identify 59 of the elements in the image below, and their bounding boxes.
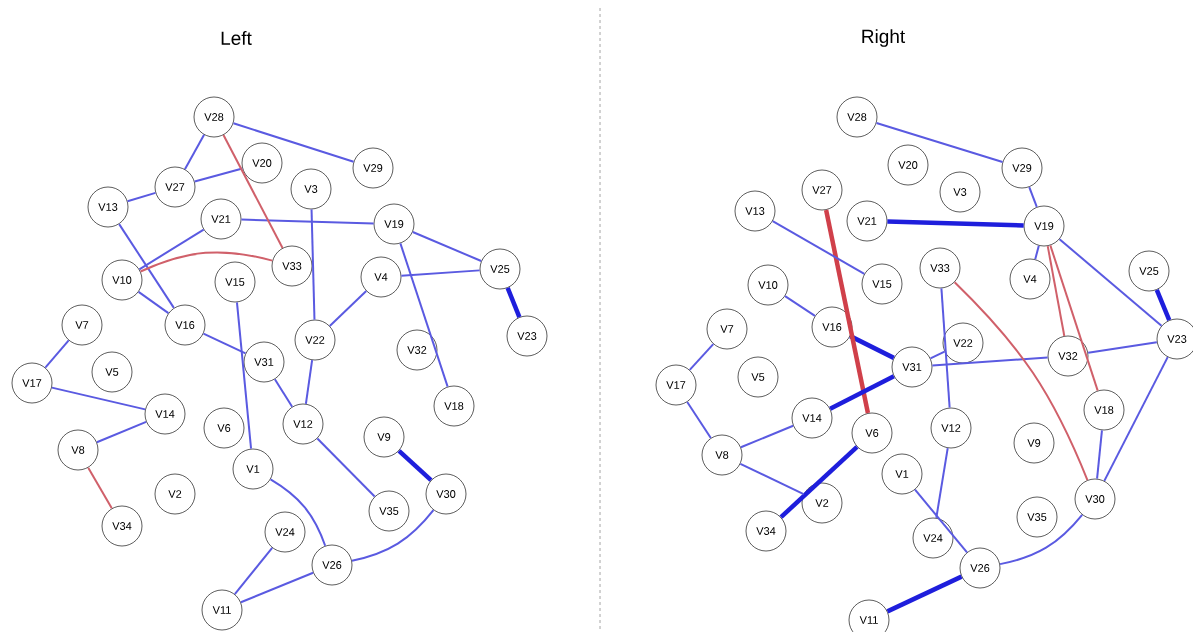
- network-edge: [935, 447, 949, 519]
- network-edge: [1154, 289, 1172, 321]
- network-edge: [202, 332, 247, 355]
- network-edge: [95, 420, 148, 444]
- network-edge: [240, 218, 375, 225]
- network-edge: [310, 208, 316, 321]
- network-edge: [137, 290, 170, 315]
- network-edge: [411, 231, 483, 263]
- network-edge: [1034, 244, 1040, 261]
- network-edge: [232, 122, 355, 163]
- network-edge: [688, 343, 715, 371]
- network-edge: [1028, 186, 1038, 208]
- network-edge: [953, 281, 1089, 482]
- network-edge: [823, 209, 871, 414]
- network-edge: [929, 350, 946, 360]
- network-edge: [183, 133, 206, 171]
- network-edge: [126, 191, 157, 203]
- network-edge: [829, 374, 895, 411]
- network-edge: [999, 513, 1084, 566]
- network-edge: [118, 223, 175, 309]
- network-edge: [269, 478, 327, 547]
- network-edge: [239, 571, 315, 604]
- network-edge: [1049, 244, 1099, 392]
- network-edge: [235, 301, 253, 450]
- network-edge: [139, 251, 274, 273]
- network-edge: [886, 574, 963, 614]
- network-edge: [686, 401, 712, 439]
- network-edge: [505, 287, 522, 318]
- network-edge: [304, 359, 314, 405]
- network-edge: [222, 134, 284, 249]
- network-edge: [779, 445, 859, 519]
- network-edge: [44, 339, 70, 369]
- network-edge: [940, 287, 951, 409]
- network-edge: [397, 449, 433, 482]
- network-edge: [138, 228, 205, 271]
- network-edge: [887, 219, 1024, 228]
- network-edge: [273, 378, 294, 408]
- network-edge: [914, 488, 968, 554]
- network-edge: [328, 290, 368, 327]
- panel-title: Right: [862, 29, 906, 47]
- network-edge: [784, 295, 816, 317]
- network-edge: [1096, 429, 1103, 480]
- network-edge: [87, 466, 113, 510]
- network-edge: [399, 242, 449, 388]
- network-edge: [739, 424, 795, 449]
- network-edge: [1103, 356, 1169, 482]
- network-edge: [50, 386, 147, 411]
- network-edge: [316, 437, 376, 498]
- network-edge: [1058, 238, 1163, 327]
- network-edge: [350, 509, 435, 562]
- network-edge: [875, 122, 1004, 163]
- network-edge: [931, 356, 1049, 367]
- network-edge: [771, 220, 866, 275]
- network-edge: [739, 462, 805, 496]
- network-edge: [1087, 341, 1158, 354]
- network-edge: [1046, 245, 1066, 337]
- network-edge: [400, 269, 481, 277]
- network-edge: [233, 546, 274, 596]
- panel-title: Left: [221, 31, 252, 45]
